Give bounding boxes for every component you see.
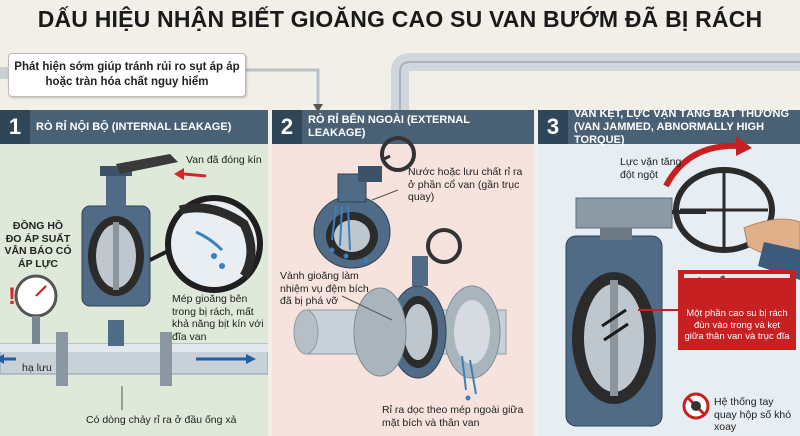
label-flange-ring: Vành gioăng làm nhiệm vụ đệm bích đã bị … [280, 270, 369, 307]
panel-number: 1 [0, 110, 30, 144]
panel-title: VAN KẸT, LỰC VẶN TĂNG BẤT THƯỜNG (VAN JA… [574, 107, 790, 146]
external-leak-illustration [293, 136, 507, 401]
subtitle-box: Phát hiện sớm giúp tránh rủi ro sụt áp á… [8, 53, 246, 97]
panel-header: 1 RÒ RỈ NỘI BỘ (INTERNAL LEAKAGE) [0, 110, 268, 144]
label-seal-edge: Mép gioăng bên trong bị rách, mất khả nă… [172, 293, 264, 343]
label-valve-closed: Van đã đóng kín [186, 154, 262, 166]
internal-leak-illustration: ! [0, 154, 268, 410]
panel-external-leakage: 2 RÒ RỈ BÊN NGOÀI (EXTERNAL LEAKAGE) Nướ… [272, 110, 534, 436]
label-rubber-note: Một phần cao su bị rách đùn vào trong và… [684, 308, 790, 342]
panel-title: RÒ RỈ BÊN NGOÀI (EXTERNAL LEAKAGE) [308, 114, 470, 139]
panel-number: 2 [272, 110, 302, 144]
label-gauge: ĐỒNG HỒ ĐO ÁP SUẤT VẪN BÁO CÓ ÁP LỰC [4, 220, 72, 270]
callout-rubber-jam: Một phần cao su bị rách đùn vào trong và… [678, 278, 796, 350]
label-downstream: hạ lưu [22, 362, 52, 374]
panel-number: 3 [538, 110, 568, 144]
svg-text:!: ! [8, 283, 16, 310]
panel-valve-jammed: 3 VAN KẸT, LỰC VẶN TĂNG BẤT THƯỜNG (VAN … [538, 107, 800, 436]
no-rotation-icon [682, 392, 710, 420]
label-neck-leak: Nước hoặc lưu chất rỉ ra ở phần cổ van (… [408, 166, 523, 203]
panel-header: 3 VAN KẸT, LỰC VẶN TĂNG BẤT THƯỜNG (VAN … [538, 107, 800, 146]
label-torque: Lực vặn tăng đột ngột [620, 156, 682, 181]
label-edge-leak: Rỉ ra dọc theo mép ngoài giữa mặt bích v… [382, 404, 524, 429]
panel-internal-leakage: 1 RÒ RỈ NỘI BỘ (INTERNAL LEAKAGE) ! [0, 110, 268, 436]
page-title: DẤU HIỆU NHẬN BIẾT GIOĂNG CAO SU VAN BƯỚ… [37, 6, 763, 32]
panel-title: RÒ RỈ NỘI BỘ (INTERNAL LEAKAGE) [36, 120, 232, 133]
label-gearbox: Hệ thống tay quay hộp số khó xoay [714, 396, 792, 433]
label-drain: Có dòng chảy rỉ ra ở đầu ống xả [86, 414, 237, 426]
